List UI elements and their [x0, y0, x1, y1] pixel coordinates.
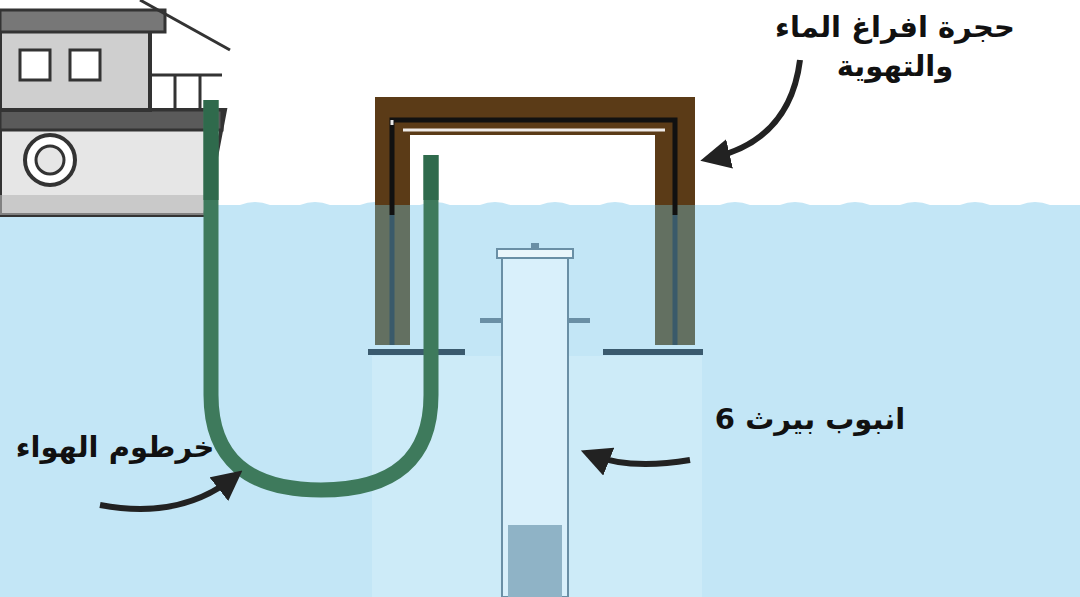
berth-pipe — [480, 243, 590, 597]
leader-arrow — [592, 455, 690, 464]
callout-label: حجرة افراغ الماء والتهوية — [760, 8, 1030, 86]
callout-label: خرطوم الهواء — [5, 428, 225, 467]
boat — [0, 0, 230, 215]
callout-label: انبوب بيرث 6 — [690, 400, 930, 439]
air-hose-top — [211, 100, 431, 200]
leader-arrow — [100, 478, 233, 509]
water — [0, 205, 1080, 597]
air-hose — [211, 100, 431, 490]
leader-arrow — [712, 60, 800, 158]
